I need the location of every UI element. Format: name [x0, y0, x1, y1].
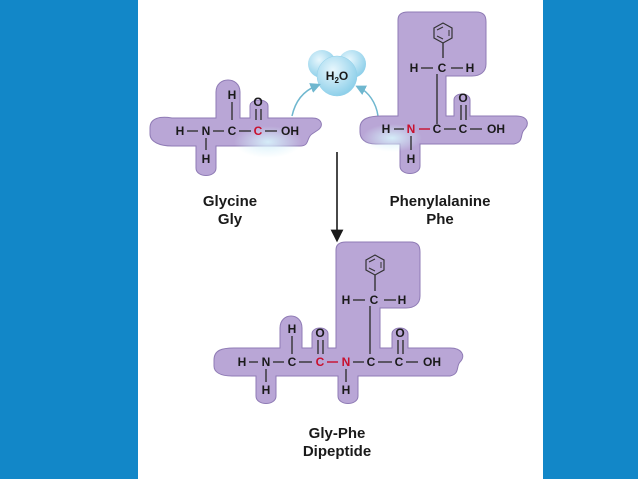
- dipeptide-blob: [213, 241, 464, 404]
- glycine-oh: OH: [281, 124, 299, 138]
- glycine-abbr: Gly: [218, 211, 243, 228]
- phe-h-left: H: [382, 122, 391, 136]
- water-molecule: H2O: [291, 50, 379, 117]
- dipeptide-c-carboxyl: C: [395, 355, 404, 369]
- phe-c-ch2: C: [438, 61, 447, 75]
- dipeptide-molecule: H O H C H O H N C C N C C OH H H Gly-Phe…: [213, 241, 464, 460]
- dipeptide-o-phe: O: [395, 326, 404, 340]
- phe-o-top: O: [458, 91, 467, 105]
- phenylalanine-abbr: Phe: [426, 211, 454, 228]
- phe-c-alpha: C: [433, 122, 442, 136]
- glycine-name: Glycine: [203, 193, 257, 210]
- glycine-h-bottom: H: [202, 152, 211, 166]
- dipeptide-h-n-term: H: [238, 355, 247, 369]
- phe-benzene-ring-icon: [433, 22, 453, 44]
- phe-n: N: [407, 122, 416, 136]
- glycine-n: N: [202, 124, 211, 138]
- phenylalanine-molecule: H C H O H N C C OH H Phenylalanine Phe: [359, 11, 528, 228]
- glycine-to-water-arrow: [291, 83, 321, 117]
- dipeptide-subtitle: Dipeptide: [303, 443, 371, 460]
- glycine-c-carboxyl: C: [254, 124, 263, 138]
- glycine-h-top: H: [228, 88, 237, 102]
- phe-to-water-arrow: [355, 85, 379, 117]
- dipeptide-h-gly: H: [288, 322, 297, 336]
- dipeptide-name: Gly-Phe: [309, 425, 366, 442]
- dipeptide-benzene-ring-icon: [365, 254, 385, 276]
- water-label: H2O: [326, 69, 348, 85]
- phe-h-bottom: H: [407, 152, 416, 166]
- dipeptide-c-peptide: C: [316, 355, 325, 369]
- right-blue-band: [543, 0, 638, 479]
- phenylalanine-name: Phenylalanine: [390, 193, 491, 210]
- left-blue-band: [0, 0, 138, 479]
- phe-reaction-glow: [362, 124, 422, 152]
- dipeptide-h-left-ch2: H: [342, 293, 351, 307]
- dipeptide-c-gly-alpha: C: [288, 355, 297, 369]
- phe-h-left-ch2: H: [410, 61, 419, 75]
- glycine-reaction-glow: [234, 126, 302, 158]
- dipeptide-oh: OH: [423, 355, 441, 369]
- dipeptide-h-right-ch2: H: [398, 293, 407, 307]
- dipeptide-n-term: N: [262, 355, 271, 369]
- phe-oh: OH: [487, 122, 505, 136]
- dipeptide-o-gly: O: [315, 326, 324, 340]
- glycine-c-alpha: C: [228, 124, 237, 138]
- glycine-h-left: H: [176, 124, 185, 138]
- phe-h-right-ch2: H: [466, 61, 475, 75]
- dipeptide-h-bottom-n: H: [342, 383, 351, 397]
- glycine-o-top: O: [253, 95, 262, 109]
- dipeptide-h-bottom-gly: H: [262, 383, 271, 397]
- dipeptide-n-peptide: N: [342, 355, 351, 369]
- dipeptide-c-phe-alpha: C: [367, 355, 376, 369]
- glycine-blob: [149, 79, 322, 176]
- phe-c-carboxyl: C: [459, 122, 468, 136]
- dipeptide-c-ch2: C: [370, 293, 379, 307]
- glycine-molecule: H O H N C C OH H Glycine Gly: [149, 79, 322, 228]
